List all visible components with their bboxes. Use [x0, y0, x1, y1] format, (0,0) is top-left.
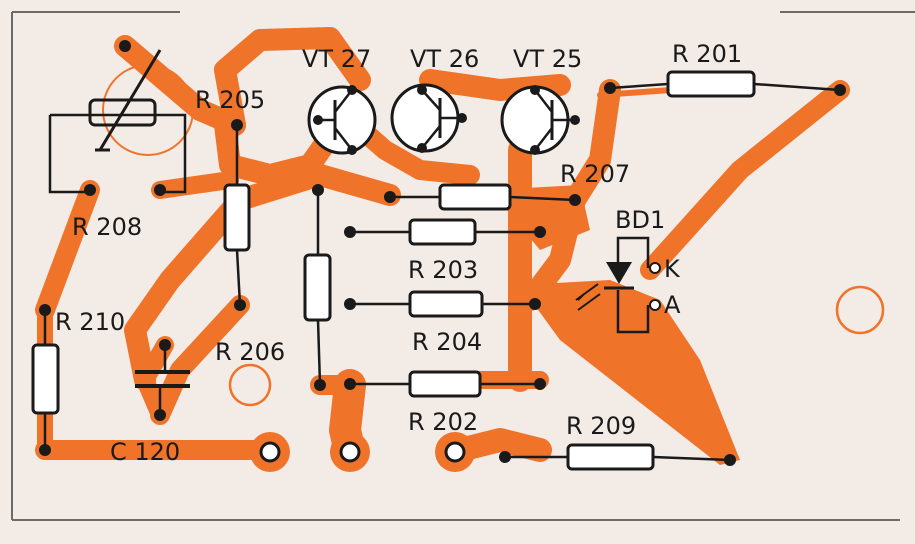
pad — [344, 226, 356, 238]
lead — [235, 249, 242, 306]
led-bd1 — [575, 236, 661, 334]
pad — [313, 115, 323, 125]
pad — [570, 115, 580, 125]
pad — [314, 379, 326, 391]
label-vt27: VT 27 — [302, 45, 371, 73]
r210-body — [31, 343, 60, 415]
pad — [344, 378, 356, 390]
component-leads — [43, 82, 841, 462]
solder-pads — [39, 40, 846, 466]
pad — [569, 194, 581, 206]
label-bd1: BD1 — [615, 206, 665, 234]
r203-body — [408, 218, 477, 246]
pad — [84, 184, 96, 196]
terminal-pads — [250, 432, 475, 472]
lead — [652, 455, 731, 462]
pad — [154, 409, 166, 421]
trace — [151, 171, 239, 199]
pad — [39, 444, 51, 456]
pad — [384, 191, 396, 203]
pad — [417, 143, 427, 153]
pad — [39, 304, 51, 316]
lead — [316, 319, 322, 386]
pad — [834, 84, 846, 96]
r207-body — [438, 183, 512, 211]
r202-body — [408, 370, 482, 398]
pad — [530, 85, 540, 95]
label-r209: R 209 — [566, 412, 636, 440]
r204-body — [408, 290, 484, 318]
pad — [417, 85, 427, 95]
pad — [530, 145, 540, 155]
trace — [564, 79, 621, 211]
pad — [724, 454, 736, 466]
mounting-hole — [835, 285, 885, 335]
trace — [214, 104, 356, 186]
trace — [214, 27, 371, 136]
pad — [231, 119, 243, 131]
label-vt26: VT 26 — [410, 45, 479, 73]
pad — [534, 378, 546, 390]
pad — [234, 299, 246, 311]
lead — [509, 195, 576, 202]
label-r210: R 210 — [55, 308, 125, 336]
pad — [347, 145, 357, 155]
trace — [640, 80, 850, 280]
label-r203: R 203 — [408, 256, 478, 284]
pad — [344, 298, 356, 310]
lead — [753, 82, 841, 92]
mounting-hole — [228, 363, 272, 407]
terminal-hole — [259, 441, 281, 463]
pad — [534, 226, 546, 238]
copper-pour — [490, 185, 590, 250]
trace — [35, 180, 100, 320]
label-vt25: VT 25 — [513, 45, 582, 73]
trace — [124, 164, 401, 391]
r208-wiper — [98, 49, 162, 151]
pad — [312, 184, 324, 196]
pad — [529, 298, 541, 310]
copper-pour — [520, 280, 740, 465]
pad — [347, 85, 357, 95]
lead — [609, 82, 669, 90]
r208-lead — [50, 113, 187, 194]
label-r205: R 205 — [195, 86, 265, 114]
r209-body — [566, 443, 655, 471]
label-r201: R 201 — [672, 40, 742, 68]
label-r207: R 207 — [560, 160, 630, 188]
pad — [119, 40, 131, 52]
pad — [604, 82, 616, 94]
r205-body — [223, 183, 251, 252]
label-c120: C 120 — [110, 438, 180, 466]
pad — [499, 451, 511, 463]
pad — [457, 113, 467, 123]
r201-body — [666, 70, 756, 98]
pad — [154, 184, 166, 196]
pad — [159, 339, 171, 351]
label-r206: R 206 — [215, 338, 285, 366]
terminal-hole — [339, 441, 361, 463]
r208-lead — [48, 115, 90, 194]
designator-labels: VT 27 VT 26 VT 25 R 201 R 205 R 207 R 20… — [55, 40, 742, 466]
label-r208: R 208 — [72, 213, 142, 241]
terminal-hole — [444, 441, 466, 463]
label-r204: R 204 — [412, 328, 482, 356]
terminal-holes — [259, 441, 466, 463]
label-bd1-k: K — [664, 255, 681, 283]
r206-body — [303, 253, 332, 322]
potentiometer-outline — [102, 64, 194, 156]
label-bd1-a: A — [664, 291, 681, 319]
r208-body — [88, 98, 157, 127]
label-r202: R 202 — [408, 408, 478, 436]
